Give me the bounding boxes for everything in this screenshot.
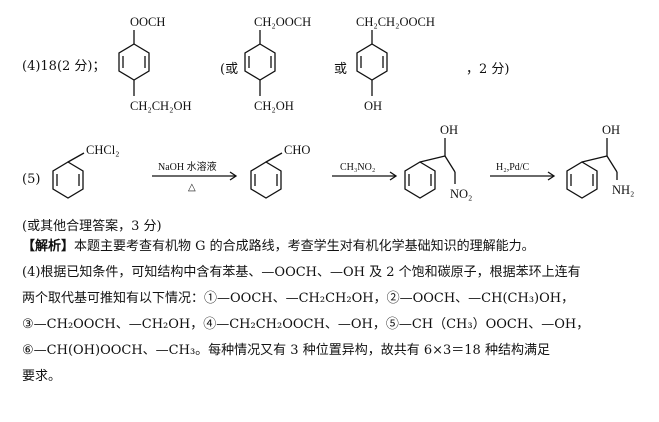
analysis-intro: 本题主要考查有机物 G 的合成路线，考查学生对有机化学基础知识的理解能力。: [74, 239, 535, 254]
analysis-tag: 【解析】: [22, 239, 75, 254]
product-2-structure: OH NO₂: [400, 120, 500, 210]
reaction-arrow-1: NaOH 水溶液 △: [150, 150, 240, 200]
struct1-bottom-label: CH₂CH₂OH: [130, 99, 192, 113]
structure-1: OOCH CH₂CH₂OH: [112, 10, 222, 120]
product3-amine-label: NH₂: [612, 183, 634, 197]
arrow1-condition-bottom: △: [188, 182, 196, 193]
analysis-line-2: 两个取代基可推知有以下情况：①—OOCH、—CH₂CH₂OH，②—OOCH、—C…: [22, 291, 575, 306]
benzene-ring: [404, 161, 436, 199]
struct3-bottom-label: OH: [364, 99, 382, 113]
analysis-line-3: ③—CH₂OOCH、—CH₂OH，④—CH₂CH₂OOCH、—OH，⑤—CH（C…: [22, 317, 590, 332]
analysis-section: 【解析】本题主要考查有机物 G 的合成路线，考查学生对有机化学基础知识的理解能力…: [22, 234, 642, 390]
structure-2: CH₂OOCH CH₂OH: [240, 10, 350, 120]
benzene-ring: [250, 161, 282, 199]
reaction-arrow-3: H₂,Pd/C: [488, 150, 558, 190]
arrow1-condition-top: NaOH 水溶液: [158, 160, 217, 173]
struct2-top-label: CH₂OOCH: [254, 15, 311, 29]
struct3-top-label: CH₂CH₂OOCH: [356, 15, 435, 29]
arrow3-condition-top: H₂,Pd/C: [496, 162, 530, 173]
product2-nitro-label: NO₂: [450, 187, 472, 201]
product-3-structure: OH NH₂: [562, 120, 657, 210]
or-label-1: (或: [220, 62, 239, 77]
product-1-structure: CHO: [246, 138, 336, 208]
part5-note: (或其他合理答案，3 分): [22, 219, 162, 234]
product1-label: CHO: [284, 143, 310, 157]
part4-label: (4)18(2 分)；: [22, 59, 106, 74]
product2-oh-label: OH: [440, 123, 458, 137]
structure-3: CH₂CH₂OOCH OH: [352, 10, 482, 120]
reactant-label: CHCl₂: [86, 143, 120, 157]
or-label-2: 或: [334, 62, 348, 77]
arrow2-condition-top: CH₃NO₂: [340, 162, 375, 173]
struct2-bottom-label: CH₂OH: [254, 99, 294, 113]
part4-score: ，2 分): [466, 62, 510, 77]
reaction-arrow-2: CH₃NO₂: [330, 150, 400, 190]
struct1-top-label: OOCH: [130, 15, 165, 29]
reactant-structure: CHCl₂: [48, 138, 148, 208]
product3-oh-label: OH: [602, 123, 620, 137]
benzene-ring: [52, 161, 84, 199]
part5-label: (5): [22, 172, 41, 187]
analysis-line-4: ⑥—CH(OH)OOCH、—CH₃。每种情况又有 3 种位置异构，故共有 6×3…: [22, 343, 550, 358]
analysis-line-1: (4)根据已知条件，可知结构中含有苯基、—OOCH、—OH 及 2 个饱和碳原子…: [22, 265, 581, 280]
analysis-intro-line: 【解析】本题主要考查有机物 G 的合成路线，考查学生对有机化学基础知识的理解能力…: [22, 234, 642, 260]
analysis-line-5: 要求。: [22, 369, 62, 384]
benzene-ring: [566, 161, 598, 199]
